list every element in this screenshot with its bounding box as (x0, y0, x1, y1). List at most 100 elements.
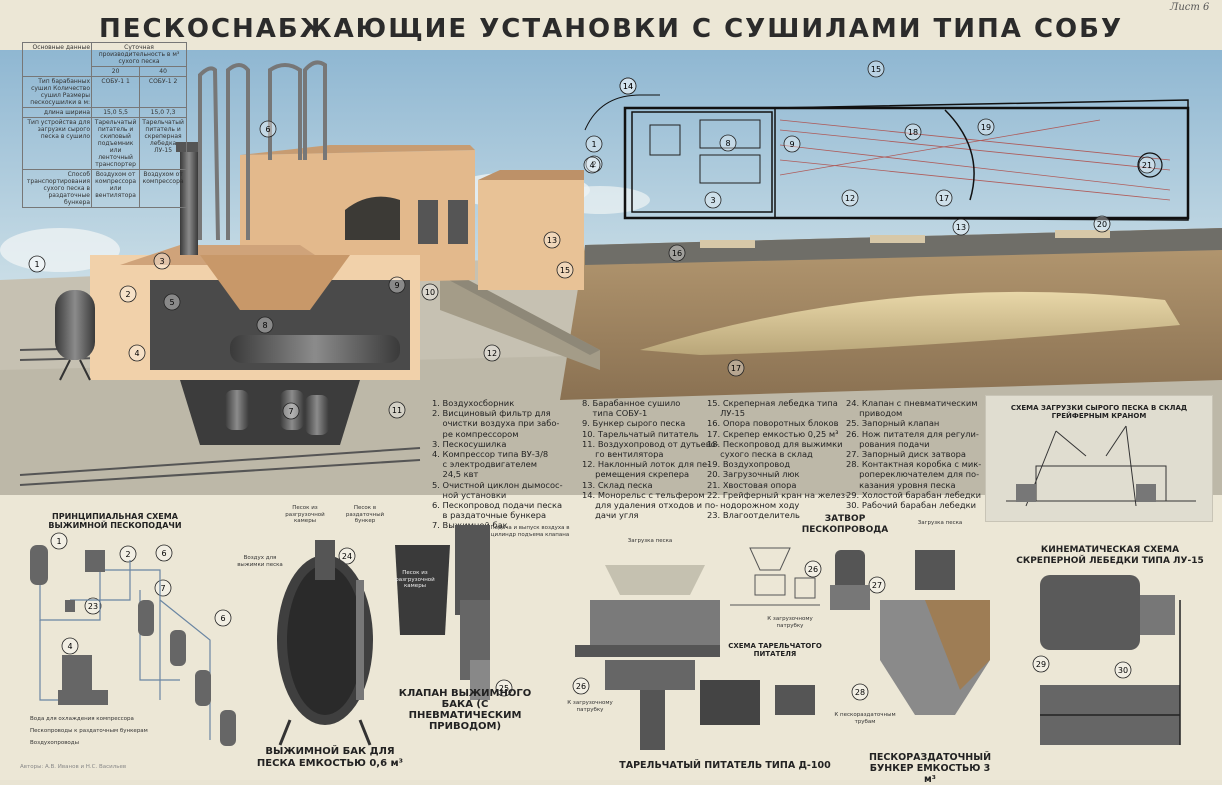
legend-item: 22. Грейферный кран на желез- (707, 489, 849, 500)
table-cell: Воздухом от компрессора (139, 169, 187, 208)
table-header-capacity: Суточная производительность в м³ сухого … (91, 42, 187, 67)
legend-item: ной установки (432, 489, 507, 500)
legend-item: для удаления отходов и по- (582, 500, 719, 511)
legend-item: 25. Запорный клапан (846, 418, 940, 429)
legend-item: 14. Монорельс с тельфером (582, 489, 705, 500)
inset-title: СХЕМА ЗАГРУЗКИ СЫРОГО ПЕСКА В СКЛАД ГРЕЙ… (1010, 404, 1188, 420)
feeder-scheme-label: К загрузочному патрубку (767, 616, 813, 629)
feeder-label-load: Загрузка песка (627, 538, 673, 544)
legend-item: 28. Контактная коробка с мик- (846, 459, 982, 470)
poster-title: ПЕСКОСНАБЖАЮЩИЕ УСТАНОВКИ С СУШИЛАМИ ТИП… (99, 14, 1123, 44)
legend-item: рования подачи (846, 438, 930, 449)
table-cell: 40 (139, 66, 187, 77)
legend-item: 19. Воздухопровод (707, 459, 791, 470)
tank-drawing (277, 540, 373, 746)
table-row-label: Тип устройства для загрузки сырого песка… (21, 117, 93, 170)
valve-drawing (395, 525, 490, 700)
table-cell: 15,0 5,5 (91, 107, 141, 118)
legend-item: 23. Влагоотделитель (707, 510, 800, 521)
schema-title: ПРИНЦИПИАЛЬНАЯ СХЕМА ВЫЖИМНОЙ ПЕСКОПОДАЧ… (48, 512, 182, 530)
table-cell: Воздухом от компрессора или вентилятора (91, 169, 141, 208)
feeder-scheme-title: СХЕМА ТАРЕЛЬЧАТОГО ПИТАТЕЛЯ (728, 642, 822, 658)
legend-item: 13. Склад песка (582, 479, 653, 490)
legend-item: 4. Компрессор типа ВУ-3/8 (432, 449, 549, 460)
valve-label-air: Подача и выпуск воздуха в цилиндр подъем… (490, 525, 570, 538)
table-cell: СОБУ-1 2 (139, 76, 187, 108)
table-cell: Тарельчатый питатель и скреперная лебедк… (139, 117, 187, 170)
legend-item: 24,5 квт (432, 469, 479, 480)
main-cutaway-scene (0, 50, 1222, 495)
gate-drawing (830, 550, 870, 610)
legend-item: 15. Скреперная лебедка типа (707, 398, 838, 408)
legend-item: нодорожном ходу (707, 500, 800, 511)
legend-item: 26. Нож питателя для регули- (846, 428, 979, 439)
schema-note-water: Вода для охлаждения компрессора (30, 716, 134, 722)
feeder-label-outlet: К загрузочному патрубку (567, 700, 613, 713)
winch-drawing (1040, 575, 1181, 745)
legend-item: 8. Барабанное сушило (582, 398, 681, 408)
legend-item: 29. Холостой барабан лебедки (846, 489, 982, 500)
legend-item: 17. Скрепер емкостью 0,25 м³ (707, 428, 839, 439)
table-cell: 20 (91, 66, 141, 77)
legend-item: ре компрессором (432, 428, 519, 439)
table-row-label: Способ транспортирования сухого песка в … (21, 169, 93, 208)
gate-caption: ЗАТВОР ПЕСКОПРОВОДА (801, 514, 889, 535)
legend-item: 24. Клапан с пневматическим (846, 398, 978, 408)
feeder-caption: ТАРЕЛЬЧАТЫЙ ПИТАТЕЛЬ ТИПА Д-100 (619, 760, 831, 771)
tank-caption: ВЫЖИМНОЙ БАК ДЛЯ ПЕСКА ЕМКОСТЬЮ 0,6 м³ (256, 746, 404, 769)
legend-item: в раздаточные бункера (432, 510, 547, 521)
bunker-caption: ПЕСКОРАЗДАТОЧНЫЙ БУНКЕР ЕМКОСТЬЮ 3 м³ (868, 752, 992, 785)
legend-item: ЛУ-15 (707, 408, 746, 419)
legend-item: 21. Хвостовая опора (707, 479, 797, 490)
legend-item: 11. Воздухопровод от дутьево- (582, 438, 719, 449)
bunker-drawing (880, 550, 990, 715)
legend-item: 2. Висциновый фильтр для (432, 408, 551, 419)
legend-item: с электродвигателем (432, 459, 537, 470)
legend-item: дачи угля (582, 510, 639, 521)
bunker-label-load: Загрузка песка (917, 520, 963, 526)
crane-drawing (1006, 425, 1196, 507)
table-cell: 15,0 7,3 (139, 107, 187, 118)
specifications-table: Основные данные Суточная производительно… (21, 42, 187, 208)
legend-item: сухого песка в склад (707, 449, 813, 460)
legend-item: 10. Тарельчатый питатель (582, 428, 699, 439)
legend-item: 30. Рабочий барабан лебедки (846, 500, 977, 511)
legend-item: 27. Запорный диск затвора (846, 449, 966, 460)
legend-item: 12. Наклонный лоток для пе- (582, 459, 711, 470)
legend-item: 5. Очистной циклон дымосос- (432, 479, 563, 490)
legend-item: ремещения скрепера (582, 469, 690, 480)
tank-label-air: Воздух для выжимки песка (237, 555, 283, 568)
legend-item: очистки воздуха при забо- (432, 418, 560, 429)
valve-plate: Песок из разгрузочной камеры (395, 570, 435, 589)
legend-item: го вентилятора (582, 449, 664, 460)
tank-label-sand-in: Песок из разгрузочной камеры (285, 505, 325, 524)
legend-item: 20. Загрузочный люк (707, 469, 800, 480)
winch-caption: КИНЕМАТИЧЕСКАЯ СХЕМА СКРЕПЕРНОЙ ЛЕБЕДКИ … (1016, 545, 1204, 566)
equipment-details (30, 525, 1181, 750)
tank-label-sand-out: Песок в раздаточный бункер (345, 505, 385, 524)
legend-item: 18. Пескопровод для выжимки (707, 438, 843, 449)
legend-item: типа СОБУ-1 (582, 408, 648, 419)
legend-item: 3. Пескосушилка (432, 438, 507, 449)
schema-note-sand-pipes: Пескопроводы к раздаточным бункерам (30, 728, 148, 734)
legend-item: 1. Воздухосборник (432, 398, 515, 408)
crane-loading-inset: СХЕМА ЗАГРУЗКИ СЫРОГО ПЕСКА В СКЛАД ГРЕЙ… (985, 395, 1213, 522)
table-row-label: Тип барабанных сушил Количество сушил Ра… (21, 76, 93, 108)
feeder-drawing (575, 565, 815, 750)
table-header-main: Основные данные (21, 42, 93, 77)
bunker-label-outlet: К пескораздаточным трубам (834, 712, 896, 725)
legend-item: казания уровня песка (846, 479, 956, 490)
feeder-scheme-drawing (730, 547, 820, 606)
table-row-label: длина ширина (21, 107, 93, 118)
valve-caption: КЛАПАН ВЫЖИМНОГО БАКА (С ПНЕВМАТИЧЕСКИМ … (398, 688, 532, 732)
sheet-label: Лист 6 (1170, 2, 1210, 13)
legend-item: 9. Бункер сырого песка (582, 418, 686, 429)
legend-item: 16. Опора поворотных блоков (707, 418, 839, 429)
credits: Авторы: А.В. Иванов и Н.С. Васильев (20, 764, 127, 770)
table-cell: Тарельчатый питатель и скиповый подъемни… (91, 117, 141, 170)
